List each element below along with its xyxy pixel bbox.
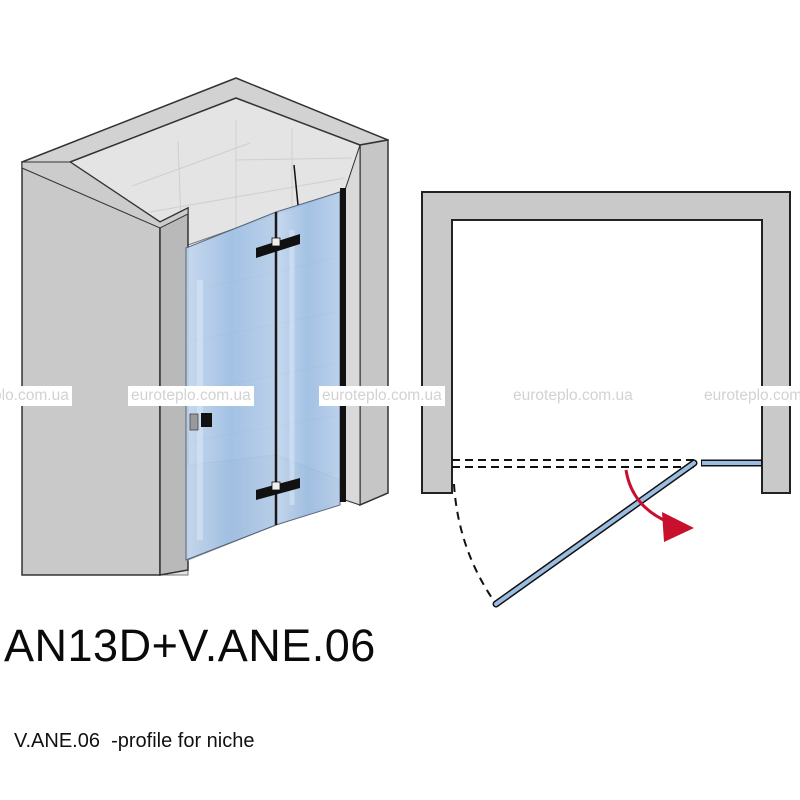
door-handle bbox=[189, 413, 212, 431]
profile-note: V.ANE.06 -profile for niche bbox=[14, 730, 255, 752]
hinge-top bbox=[256, 234, 300, 258]
stabilizer-bar bbox=[293, 164, 299, 206]
model-code-title: AN13D+V.ANE.06 bbox=[4, 620, 376, 671]
door-swing-arc bbox=[453, 483, 497, 605]
wall-profile bbox=[340, 188, 346, 502]
plan-view bbox=[421, 191, 791, 608]
right-wall bbox=[344, 139, 389, 507]
watermark-text: euroteplo.com.ua bbox=[701, 386, 800, 406]
watermark-text: euroteplo.com.ua bbox=[510, 386, 636, 406]
watermark-row: plo.com.ua euroteplo.com.ua euroteplo.co… bbox=[0, 386, 800, 410]
watermark-text: plo.com.ua bbox=[0, 386, 72, 406]
niche-walls-plan bbox=[421, 191, 791, 494]
watermark-text: euroteplo.com.ua bbox=[128, 386, 254, 406]
perspective-view bbox=[21, 77, 389, 576]
hinge-bottom bbox=[256, 478, 300, 500]
watermark-text: euroteplo.com.ua bbox=[319, 386, 445, 406]
opening-direction-arrow bbox=[624, 469, 694, 542]
top-wall-slab bbox=[21, 77, 389, 229]
door-closed-position bbox=[452, 459, 694, 468]
